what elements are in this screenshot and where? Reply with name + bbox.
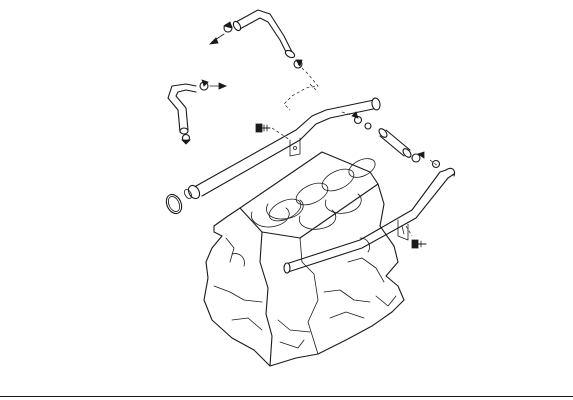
hose-clamp [181,79,209,145]
water-pipe-upper [183,97,381,200]
direction-arrow [209,82,228,90]
o-ring [165,193,183,215]
leader-lines [271,63,439,237]
bolt [411,239,427,249]
upper-radiator-hose [232,9,296,59]
heater-hose [167,83,197,135]
hose-clamp [411,151,441,169]
direction-arrow [208,33,225,45]
bottom-rule [0,396,573,397]
hose-clamp [223,21,303,69]
water-pipe-lower [283,167,456,274]
connecting-hose [378,128,412,158]
engine-block [203,151,405,367]
bolt [255,123,271,133]
hose-clamp [351,111,372,130]
